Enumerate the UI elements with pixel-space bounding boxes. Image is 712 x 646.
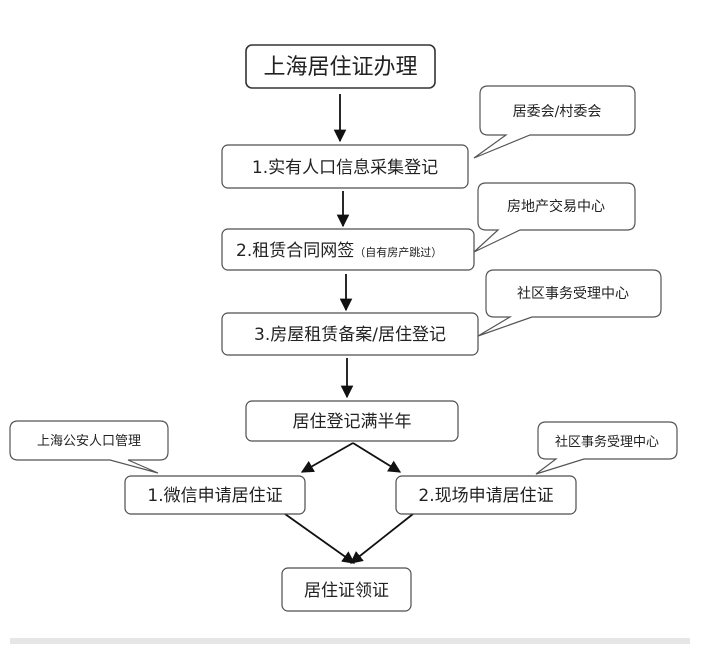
step1-text: 1.实有人口信息采集登记: [252, 158, 438, 178]
svg-text:2.租赁合同网签（自有房产跳过）: 2.租赁合同网签（自有房产跳过）: [236, 241, 442, 261]
callout-community-service-center-1: 社区事务受理中心: [477, 269, 662, 337]
callout-community-service-center-1-text: 社区事务受理中心: [517, 286, 629, 302]
step3-text: 3.房屋租赁备案/居住登记: [254, 325, 446, 345]
callout-community-service-center-2: 社区事务受理中心: [535, 421, 678, 475]
arrow-wechat-to-collect: [284, 513, 356, 564]
step2-note: （自有房产跳过）: [354, 245, 442, 259]
callout-police-population-management: 上海公安人口管理: [9, 420, 169, 474]
step2-text: 2.租赁合同网签: [236, 241, 354, 261]
callout-real-estate-center: 房地产交易中心: [473, 182, 636, 253]
callout-real-estate-center-text: 房地产交易中心: [507, 198, 605, 215]
wechat-apply-node: 1.微信申请居住证: [124, 475, 306, 515]
collect-text: 居住证领证: [304, 581, 389, 601]
arrow-step4-to-wechat: [300, 442, 354, 473]
step4-node: 居住登记满半年: [245, 400, 459, 442]
onsite-apply-text: 2.现场申请居住证: [418, 486, 553, 506]
arrow-onsite-to-collect: [350, 513, 414, 564]
title-text: 上海居住证办理: [263, 55, 417, 80]
arrow-step4-to-onsite: [352, 442, 402, 473]
callout-police-population-management-text: 上海公安人口管理: [37, 434, 141, 449]
step3-node: 3.房屋租赁备案/居住登记: [221, 312, 479, 356]
step1-node: 1.实有人口信息采集登记: [221, 144, 469, 189]
onsite-apply-node: 2.现场申请居住证: [395, 475, 577, 515]
collect-node: 居住证领证: [281, 567, 412, 612]
step4-text: 居住登记满半年: [293, 412, 412, 432]
callout-neighborhood-committee: 居委会/村委会: [473, 85, 636, 159]
title-node: 上海居住证办理: [245, 44, 436, 89]
wechat-apply-text: 1.微信申请居住证: [147, 486, 282, 506]
callout-neighborhood-committee-text: 居委会/村委会: [513, 104, 602, 120]
callout-community-service-center-2-text: 社区事务受理中心: [555, 434, 659, 450]
step2-node: 2.租赁合同网签（自有房产跳过）: [221, 228, 475, 271]
